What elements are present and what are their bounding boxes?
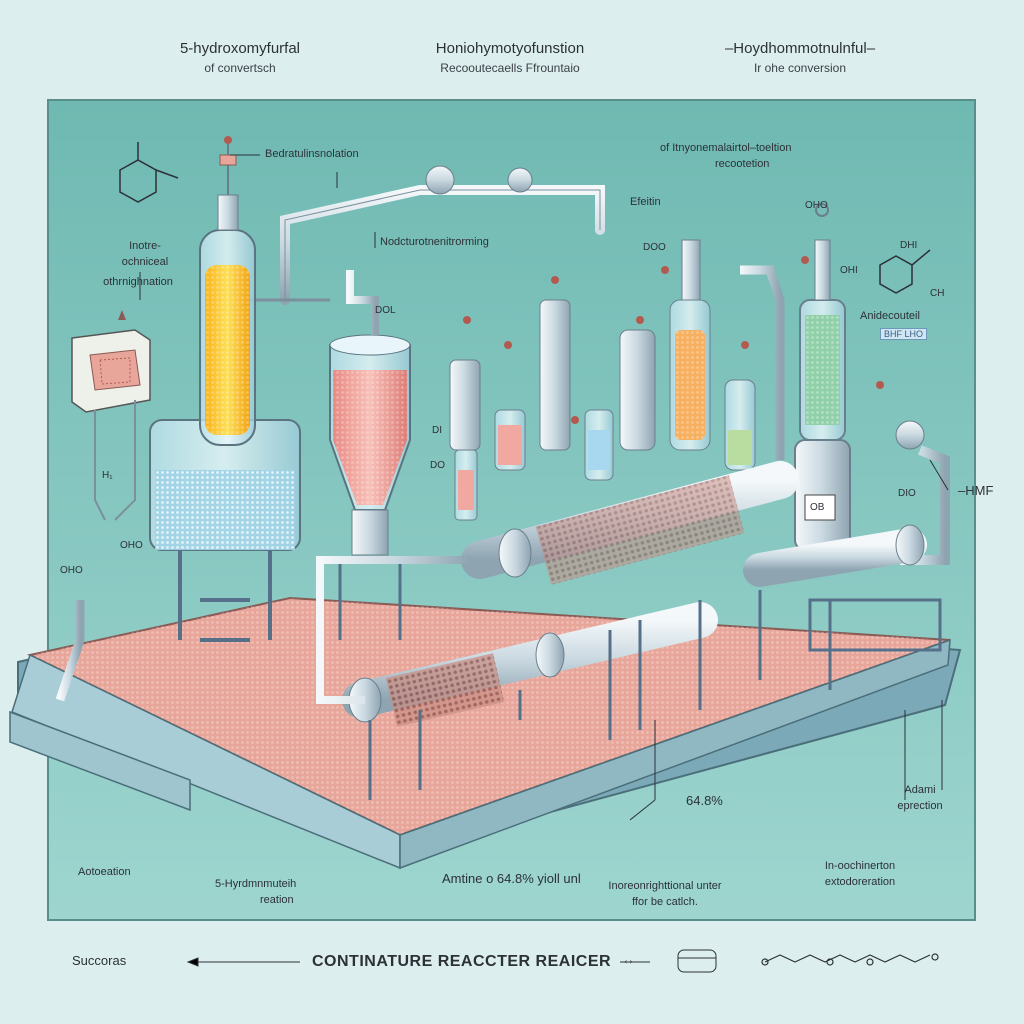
right-small-tag: DHI (900, 240, 918, 251)
ch-label: CH (930, 288, 945, 299)
left-box-label-line2: ochniceal (121, 256, 169, 268)
recovery-sub-label: recootetion (715, 158, 770, 170)
in-orchestra-line2: extodoreration (824, 876, 896, 888)
top-tag-left: DOO (643, 242, 666, 253)
vessel-tag: DOL (375, 305, 396, 316)
hmf-label: –HMF (958, 483, 994, 498)
adam-sep-line1: Adami (904, 784, 936, 796)
h-label: H₁ (102, 470, 113, 481)
header-2-title: Honiohymotyofunstion (435, 40, 585, 57)
distillation-columns (449, 239, 756, 521)
oh-label: OHO (120, 540, 143, 551)
bottom-left-label: Succoras (72, 953, 127, 968)
bottom-arrow: ↔ (622, 952, 635, 967)
side-step (9, 710, 191, 812)
right-tower (794, 203, 925, 551)
mid-process-label: Nodcturotnenitrorming (380, 236, 489, 248)
hmf-reaction-line2: reation (260, 894, 294, 906)
d-tag: DI (432, 425, 442, 436)
header-2-subtitle: Recooutecaells Ffrountaio (440, 61, 580, 75)
intermediate-line1: Inoreonrighttional unter (608, 880, 722, 892)
right-small-tag-2: OHI (840, 265, 858, 276)
efficiency-label: Efeitin (630, 196, 661, 208)
header-3-subtitle: Ir ohe conversion (753, 61, 847, 75)
molecule-right-icon (879, 249, 931, 294)
flask-icon (677, 949, 717, 973)
yield-marker: 64.8% (686, 793, 723, 808)
header-3-title: –Hoydhommotnulnful– (724, 40, 876, 57)
adsorption-label: Aotoeation (78, 866, 131, 878)
adam-sep-line2: eprection (897, 800, 943, 812)
header-1-title: 5-hydroxomyfurfal (179, 40, 301, 57)
ob-tag: OB (810, 502, 825, 513)
anhydro-label: Anidecouteil (860, 310, 920, 322)
hmf-reaction-line1: 5-Hyrdmnmuteih (215, 878, 297, 890)
anhydro-badge: BHF LHO (880, 328, 928, 341)
in-orchestra-line1: In-oochinerton (824, 860, 896, 872)
left-tag: OHO (60, 565, 83, 576)
intermediate-line2: ffor be catlch. (632, 896, 698, 908)
dio-tag: DIO (898, 488, 916, 499)
do-tag: DO (430, 460, 445, 471)
bottom-center-label: CONTINATURE REACCTER REAICER (312, 953, 612, 970)
left-box-label-line1: Inotre- (129, 240, 161, 252)
chain-molecule-icon (761, 953, 939, 966)
yield-label: Amtine o 64.8% yioll unl (442, 871, 581, 886)
header-1-subtitle: of convertsch (204, 61, 276, 75)
continuous-reactor (316, 461, 927, 727)
feed-separation-label: Bedratulinsnolation (265, 148, 359, 160)
left-box-label-line3: othrnighnation (103, 276, 173, 288)
recovery-top-label: of Itnyonemalairtol–toeltion (660, 142, 792, 154)
molecule-left-icon (119, 142, 179, 203)
top-tag-right: OHO (805, 200, 828, 211)
